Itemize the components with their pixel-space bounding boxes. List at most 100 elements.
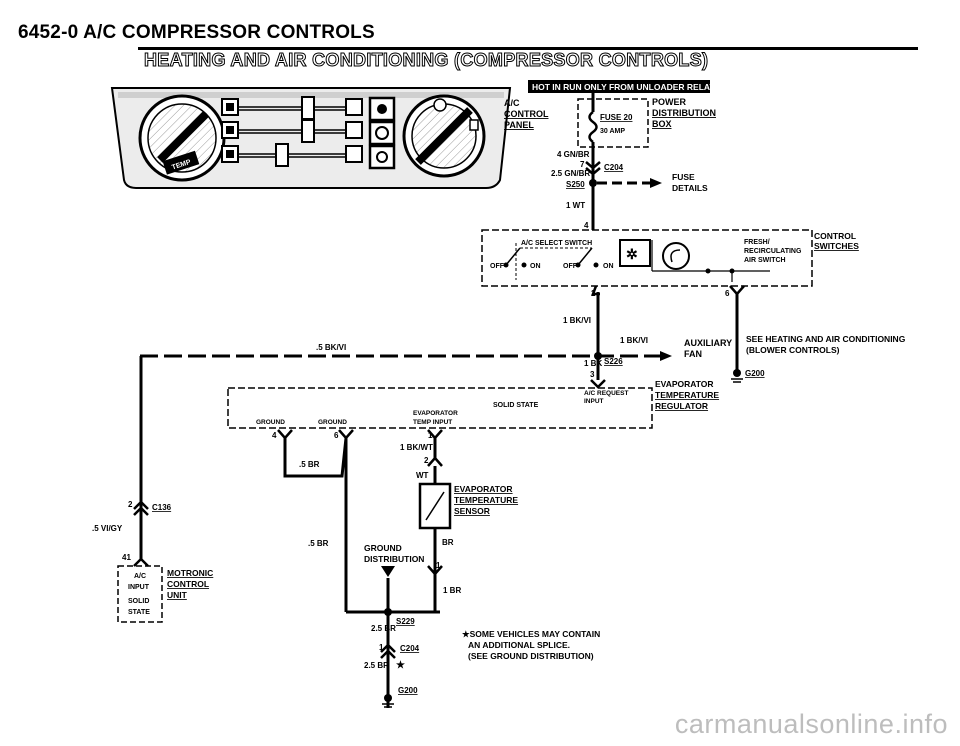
wire-1bkwt: 1 BK/WT xyxy=(400,443,433,452)
c136-connector xyxy=(133,500,149,516)
off-1: OFF xyxy=(490,263,505,270)
control-switches-1: CONTROL xyxy=(814,231,856,241)
ac-control-panel: TEMP xyxy=(110,87,549,189)
pin2b-connector xyxy=(427,456,443,467)
motronic-box-4: STATE xyxy=(128,609,150,616)
motronic-box-2: INPUT xyxy=(128,584,150,591)
snowflake-icon xyxy=(619,239,651,267)
pin-6-bottom: 6 xyxy=(334,431,339,440)
ground-dist-arrow xyxy=(381,566,395,577)
panel-label-1: A/C xyxy=(504,98,520,108)
s250-splice xyxy=(589,179,597,187)
c136-pin: 2 xyxy=(128,500,133,509)
ground-dist-2: DISTRIBUTION xyxy=(364,554,424,564)
wire-1br: 1 BR xyxy=(443,586,461,595)
see-note-2: (BLOWER CONTROLS) xyxy=(746,345,840,355)
footnote-2: AN ADDITIONAL SPLICE. xyxy=(468,640,570,650)
solid-state: SOLID STATE xyxy=(493,402,539,409)
evap-reg-1: EVAPORATOR xyxy=(655,379,714,389)
panel-label-3: PANEL xyxy=(504,120,534,130)
svg-text:✲: ✲ xyxy=(626,246,638,262)
fuse-details-2: DETAILS xyxy=(672,183,708,193)
ground-wires xyxy=(283,437,440,614)
wire-5bkvi: .5 BK/VI xyxy=(316,343,346,352)
pin-4: 4 xyxy=(584,221,589,230)
wire-4gnbr: 4 GN/BR xyxy=(557,150,590,159)
off-2: OFF xyxy=(563,263,578,270)
ground-2: GROUND xyxy=(318,419,347,426)
pin-7: 7 xyxy=(580,160,585,169)
pin-2-sensor: 2 xyxy=(424,456,429,465)
pin-1-sensor: 1 xyxy=(436,561,441,570)
evap-input-2: TEMP INPUT xyxy=(413,419,452,426)
wire-wt: WT xyxy=(416,471,429,480)
on-1: ON xyxy=(530,263,541,270)
control-switches-2: SWITCHES xyxy=(814,241,859,251)
motronic-label-1: MOTRONIC xyxy=(167,568,213,578)
s226: S226 xyxy=(604,357,623,366)
wire-5br-lower: .5 BR xyxy=(308,539,329,548)
footnote-3: (SEE GROUND DISTRIBUTION) xyxy=(468,651,594,661)
motronic-label-2: CONTROL xyxy=(167,579,209,589)
wire-1wt: 1 WT xyxy=(566,201,585,210)
pin3-connector xyxy=(590,379,606,389)
wire-br: BR xyxy=(442,538,454,547)
g200-bottom: G200 xyxy=(398,686,418,695)
wire-25gnbr: 2.5 GN/BR xyxy=(551,169,590,178)
motronic-control-unit: A/C INPUT SOLID STATE MOTRONIC CONTROL U… xyxy=(117,565,213,623)
wire-1bkvi-right: 1 BK/VI xyxy=(620,336,648,345)
c136: C136 xyxy=(152,503,172,512)
c204-bottom: C204 xyxy=(400,644,420,653)
fresh-recirc-1: FRESH/ xyxy=(744,239,770,246)
temp-dial[interactable]: TEMP xyxy=(138,94,226,182)
motronic-box-3: SOLID xyxy=(128,598,149,605)
wire-25br-2: 2.5 BR xyxy=(364,661,389,670)
panel-label-2: CONTROL xyxy=(504,109,549,119)
section-title: HEATING AND AIR CONDITIONING (COMPRESSOR… xyxy=(143,50,709,71)
pin-3: 3 xyxy=(590,370,595,379)
fuse-details-1: FUSE xyxy=(672,172,695,182)
ac-select-switch: A/C SELECT SWITCH xyxy=(521,240,592,247)
pin-4-bottom: 4 xyxy=(272,431,277,440)
banner-text: HOT IN RUN ONLY FROM UNLOADER RELAY K7 xyxy=(532,82,728,92)
power-distribution-box: FUSE 20 30 AMP POWER DISTRIBUTION BOX xyxy=(577,93,716,148)
panel-buttons[interactable] xyxy=(368,96,396,170)
control-switches-box: CONTROL SWITCHES A/C SELECT SWITCH OFF O… xyxy=(481,229,859,287)
evap-reg-3: REGULATOR xyxy=(655,401,708,411)
s229: S229 xyxy=(396,617,415,626)
ac-request-2: INPUT xyxy=(584,398,604,405)
power-label-3: BOX xyxy=(652,119,672,129)
g200-right: G200 xyxy=(745,369,765,378)
power-label-1: POWER xyxy=(652,97,687,107)
ground-1: GROUND xyxy=(256,419,285,426)
aux-fan-arrow xyxy=(660,351,672,361)
g200-ground-dot xyxy=(733,369,741,377)
footnote-1: ★SOME VEHICLES MAY CONTAIN xyxy=(462,629,600,639)
evap-reg-2: TEMPERATURE xyxy=(655,390,719,400)
panel-sliders[interactable] xyxy=(221,96,363,167)
recirculate-icon xyxy=(662,242,690,270)
evap-sensor-1: EVAPORATOR xyxy=(454,484,513,494)
c204-connector-bottom xyxy=(380,643,396,659)
page-title: 6452-0 A/C COMPRESSOR CONTROLS xyxy=(18,22,375,43)
c204-top: C204 xyxy=(604,163,624,172)
title-rule xyxy=(138,47,918,50)
fan-dial[interactable] xyxy=(402,94,486,178)
evap-sensor-3: SENSOR xyxy=(454,506,490,516)
fuse-amps: 30 AMP xyxy=(600,128,625,135)
pin4b-connector xyxy=(277,429,293,440)
fuse-details-arrow xyxy=(650,178,662,188)
motronic-box-1: A/C xyxy=(134,573,146,580)
wire-1bkvi: 1 BK/VI xyxy=(563,316,591,325)
ground-dist-1: GROUND xyxy=(364,543,402,553)
fuse-20: FUSE 20 xyxy=(600,113,633,122)
pin-1-reg: 1 xyxy=(428,431,433,440)
wire-25br-1: 2.5 BR xyxy=(371,624,396,633)
pin41-connector xyxy=(133,557,149,567)
evap-input-1: EVAPORATOR xyxy=(413,410,458,417)
wire-1bk: 1 BK xyxy=(584,359,602,368)
fresh-recirc-2: RECIRCULATING xyxy=(744,248,802,255)
watermark: carmanualsonline.info xyxy=(674,709,948,739)
sensor-pin1-connector xyxy=(427,565,443,576)
